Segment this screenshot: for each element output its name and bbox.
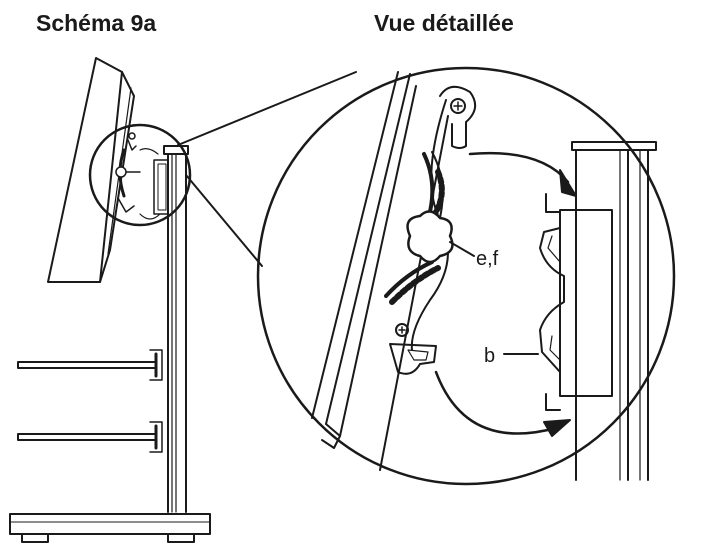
leader-line-upper bbox=[177, 71, 357, 146]
tilt-knob bbox=[406, 210, 475, 264]
overall-side-view bbox=[9, 57, 211, 543]
detail-view-title: Vue détaillée bbox=[374, 10, 514, 36]
detail-view bbox=[311, 71, 657, 481]
shelf-upper bbox=[17, 349, 163, 381]
wall-column bbox=[571, 141, 657, 481]
magnifier-circle bbox=[88, 123, 192, 227]
leader-line-lower bbox=[185, 174, 263, 267]
hooking-arrows bbox=[434, 151, 577, 437]
mini-bracket-detail bbox=[115, 132, 169, 220]
stand-column bbox=[163, 145, 189, 513]
callout-bracket-label: b bbox=[484, 345, 495, 367]
schema-title: Schéma 9a bbox=[36, 10, 157, 36]
detail-circle bbox=[256, 66, 676, 486]
callout-knob-label: e,f bbox=[476, 248, 499, 270]
lower-hook bbox=[389, 323, 437, 375]
mounting-bracket bbox=[503, 193, 613, 411]
shelf-lower bbox=[17, 421, 163, 453]
stand-base bbox=[9, 513, 211, 543]
